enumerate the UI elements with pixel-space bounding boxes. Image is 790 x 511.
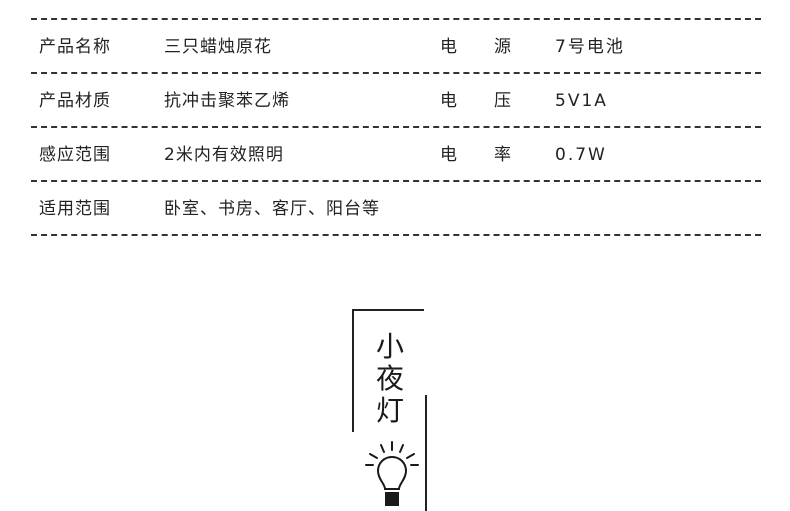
spec-key-part-a: 电 <box>440 145 457 165</box>
spec-value: 2米内有效照明 <box>164 145 284 165</box>
spec-key-part-b: 率 <box>494 145 511 165</box>
spec-row-name: 产品名称 三只蜡烛原花 电 源 7号电池 <box>31 20 761 72</box>
bracket-line <box>352 309 424 311</box>
spec-table: 产品名称 三只蜡烛原花 电 源 7号电池 产品材质 抗冲击聚苯乙烯 电 压 5V… <box>31 18 761 236</box>
spec-key-value: 7号电池 <box>555 37 625 57</box>
bracket-line <box>425 395 427 511</box>
spec-label: 适用范围 <box>39 199 111 219</box>
spec-label: 感应范围 <box>39 145 111 165</box>
spec-key-part-a: 电 <box>440 91 457 111</box>
divider <box>31 126 761 128</box>
light-bulb-icon <box>365 441 419 506</box>
spec-key-part-a: 电 <box>440 37 457 57</box>
divider <box>31 18 761 20</box>
spec-key-part-b: 源 <box>494 37 511 57</box>
spec-value: 抗冲击聚苯乙烯 <box>164 91 290 111</box>
divider <box>31 72 761 74</box>
spec-key-value: 0.7W <box>555 145 607 165</box>
divider <box>31 234 761 236</box>
spec-row-usage: 适用范围 卧室、书房、客厅、阳台等 <box>31 182 761 234</box>
spec-key-value: 5V1A <box>555 91 608 111</box>
spec-row-range: 感应范围 2米内有效照明 电 率 0.7W <box>31 128 761 180</box>
title-block: 小夜灯 <box>352 309 432 511</box>
bracket-line <box>352 309 354 432</box>
spec-value: 卧室、书房、客厅、阳台等 <box>164 199 380 219</box>
product-title: 小夜灯 <box>375 330 404 427</box>
spec-label: 产品名称 <box>39 37 111 57</box>
spec-key-part-b: 压 <box>494 91 511 111</box>
spec-value: 三只蜡烛原花 <box>164 37 272 57</box>
spec-row-material: 产品材质 抗冲击聚苯乙烯 电 压 5V1A <box>31 74 761 126</box>
divider <box>31 180 761 182</box>
spec-label: 产品材质 <box>39 91 111 111</box>
